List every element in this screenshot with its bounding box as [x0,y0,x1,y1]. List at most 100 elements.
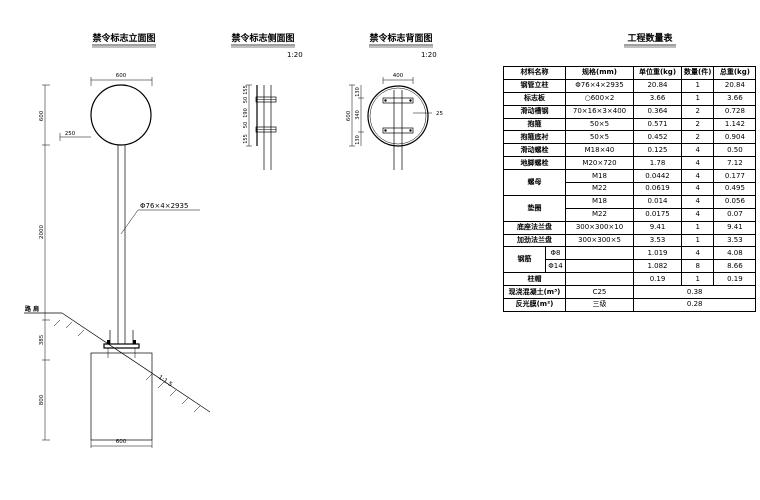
cell-name: 滑动螺栓 [503,143,566,158]
side-dim-1: 155 [243,134,249,144]
dim-pole-height: 2000 [39,225,45,239]
back-dim-height: 600 [346,110,352,121]
cell-name: 底座法兰盘 [503,220,566,235]
cell-qty: 2 [680,117,715,132]
back-dim-right: 25 [436,111,443,117]
table-row: 螺母 M18 0.0442 4 0.177 [503,169,757,196]
cell-total: 3.53 [713,233,757,248]
cell-unit: 1.082 [633,259,682,274]
cell-name: 螺母 [503,169,566,196]
cell-unit: 0.0175 [633,207,682,222]
cell-total: 8.66 [713,259,757,274]
cell-qty: 1 [680,233,715,248]
cell-unit: 20.84 [633,78,682,93]
cell-total: 0.19 [713,272,757,287]
back-dim-mid: 340 [355,110,361,120]
side-view-title: 禁令标志侧面图 [231,32,294,44]
cell-name: 地脚螺栓 [503,156,566,171]
table-row: 现浇混凝土(m³) C25 0.38 [503,285,757,300]
road-shoulder-label: 路 肩 [25,305,39,313]
cell-name: 柱帽 [503,272,566,287]
table-row: 反光膜(m²) 三级 0.28 [503,298,757,312]
cell-total: 0.07 [713,207,757,222]
cell-spec: 三级 [565,298,634,312]
cell-qty: 4 [680,182,715,196]
cell-name: 反光膜(m²) [503,298,566,312]
table-row: 抱箍 50×5 0.571 2 1.142 [503,117,757,132]
cell-unit: 1.019 [633,246,682,261]
cell-unit: 0.0442 [633,169,682,184]
cell-total: 1.142 [713,117,757,132]
dim-foundation-width: 600 [116,439,127,445]
side-view-scale: 1:20 [287,51,303,59]
cell-spec: M18 [565,194,634,209]
cell-spec: 50×5 [565,130,634,145]
back-dim-width: 400 [393,73,404,79]
dim-foundation-depth: 800 [39,394,45,405]
cell-qty: 4 [680,143,715,158]
cell-unit: 0.014 [633,194,682,209]
table-row: 底座法兰盘 300×300×10 9.41 1 9.41 [503,220,757,235]
cell-total: 0.904 [713,130,757,145]
cell-spec: 70×16×3×400 [565,104,634,119]
header-quantity: 数量(件) [680,66,715,80]
table-row: M22 0.0619 4 0.495 [504,182,757,196]
cell-total: 0.50 [713,143,757,158]
back-dim-lower: 130 [355,135,361,145]
cell-unit: 0.571 [633,117,682,132]
cell-spec: 300×300×5 [565,233,634,248]
cell-total: 7.12 [713,156,757,171]
table-row: 垫圈 M18 0.014 4 0.056 [503,194,757,222]
cell-spec: 300×300×10 [565,220,634,235]
cell-spec: M22 [565,207,634,222]
sign-plate-back [367,85,429,147]
cell-unit: 0.364 [633,104,682,119]
table-header-row: 材料名称 规格(mm) 单位重(kg) 数量(件) 总重(kg) [503,66,757,80]
table-row: 标志板 ○600×2 3.66 1 3.66 [503,91,757,106]
cell-qty: 1 [680,272,715,287]
cell-qty: 4 [680,156,715,171]
dim-sign-width: 600 [116,73,127,79]
side-dim-3: 190 [243,108,249,118]
quantity-table-title: 工程数量表 [627,32,673,44]
cell-spec: M18×40 [565,143,634,158]
cell-spec: Φ76×4×2935 [565,78,634,93]
cell-spec [565,259,634,274]
cell-qty: 1 [680,220,715,235]
cell-spec [565,272,634,287]
cell-spec: 50×5 [565,117,634,132]
cell-spec: M18 [565,169,634,184]
cell-unit: 1.78 [633,156,682,171]
cell-qty: 4 [680,194,715,209]
cell-name: 现浇混凝土(m³) [503,285,566,300]
cell-total: 20.84 [713,78,757,93]
front-elevation: 600 250 600 2000 385 800 Φ76×4×2935 [24,73,211,448]
dim-offset: 250 [65,131,76,137]
cell-name: 垫圈 [503,194,566,222]
table-row: 钢管立柱 Φ76×4×2935 20.84 1 20.84 [503,78,757,93]
cell-unit: 9.41 [633,220,682,235]
cell-name: 标志板 [503,91,566,106]
table-row: 滑动螺栓 M18×40 0.125 4 0.50 [503,143,757,158]
back-dim-upper: 130 [355,87,361,97]
cell-spec: M22 [565,182,634,196]
sign-plate-front [90,84,152,146]
cell-qty: 8 [680,259,715,274]
cell-name: 钢管立柱 [503,78,566,93]
side-dim-5: 155 [243,85,249,95]
cell-unit: 0.125 [633,143,682,158]
cell-unit: 0.19 [633,272,682,287]
cell-qty: 2 [680,130,715,145]
cell-total: 0.38 [632,285,757,300]
back-view-title: 禁令标志背面图 [369,32,432,44]
cell-spec: ○600×2 [565,91,634,106]
cell-name: 钢筋 [503,246,546,274]
quantity-table: 材料名称 规格(mm) 单位重(kg) 数量(件) 总重(kg) 钢管立柱 Φ7… [503,66,757,312]
table-row: Φ14 1.082 8 8.66 [504,259,757,274]
cell-qty: 4 [680,207,715,222]
table-row: 钢筋 Φ8 1.019 4 4.08 [503,246,757,274]
table-row: 滑动槽钢 70×16×3×400 0.364 2 0.728 [503,104,757,119]
back-view-scale: 1:20 [421,51,437,59]
header-unit-weight: 单位重(kg) [633,66,682,80]
